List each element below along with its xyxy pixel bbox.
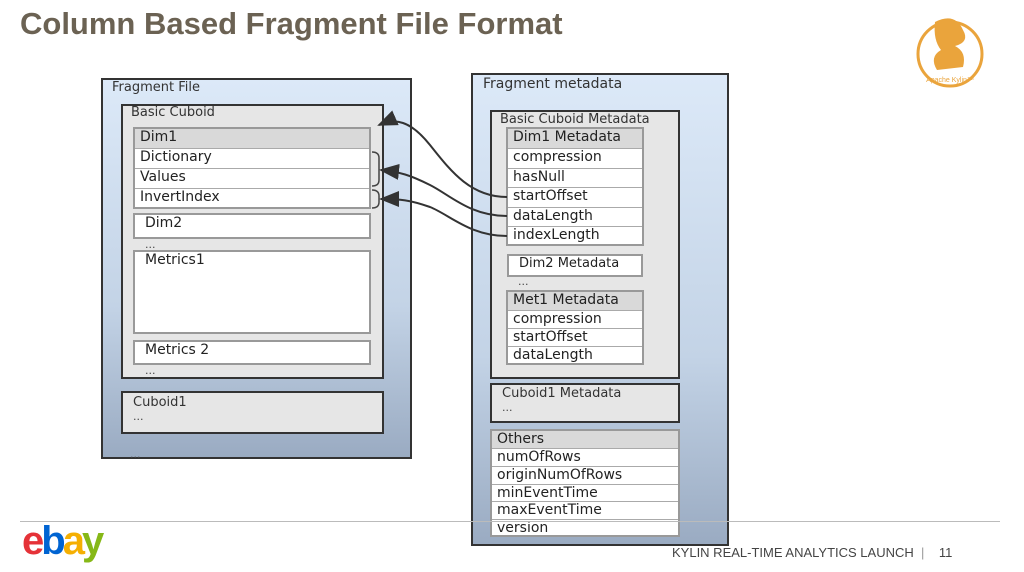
others-group: Others numOfRows originNumOfRows minEven… — [490, 429, 680, 537]
field-mineventtime: minEventTime — [492, 485, 678, 502]
met1-metadata-header: Met1 Metadata — [508, 292, 642, 311]
field-numofrows: numOfRows — [492, 449, 678, 467]
dim1-header: Dim1 — [135, 129, 369, 149]
kylin-logo-text: Apache Kylin™ — [926, 77, 974, 84]
dim1-group: Dim1 Dictionary Values InvertIndex — [133, 127, 371, 209]
field-indexlength: indexLength — [513, 227, 600, 243]
metrics1-box: Metrics1 — [133, 250, 371, 334]
cuboid1-label: Cuboid1 — [133, 395, 187, 410]
ebay-logo: ebay — [22, 519, 104, 563]
field-compression: compression — [508, 311, 642, 329]
page-number: 11 — [938, 545, 953, 560]
dim1-values: Values — [135, 169, 369, 189]
fragment-metadata-label: Fragment metadata — [483, 76, 623, 92]
field-compression: compression — [508, 149, 642, 169]
field-datalength: dataLength — [513, 347, 593, 363]
ellipsis: ... — [133, 410, 144, 423]
cuboid1-box: Cuboid1... — [121, 391, 384, 434]
field-version: version — [497, 519, 549, 535]
bracket — [371, 189, 380, 209]
basic-cuboid-metadata-label: Basic Cuboid Metadata — [500, 112, 650, 127]
dim1-invertindex: InvertIndex — [140, 189, 220, 205]
ellipsis: ... — [518, 275, 529, 288]
bracket — [371, 151, 380, 187]
indexlength-arrow — [379, 191, 508, 237]
footer: KYLIN REAL-TIME ANALYTICS LAUNCH | 11 — [672, 545, 952, 560]
dim1-metadata-group: Dim1 Metadata compression hasNull startO… — [506, 127, 644, 246]
fragment-file-label: Fragment File — [112, 80, 200, 95]
footer-separator: | — [921, 545, 925, 560]
dim1-metadata-header: Dim1 Metadata — [508, 129, 642, 149]
dim1-dictionary: Dictionary — [135, 149, 369, 169]
startoffset-arrow — [377, 110, 508, 198]
cuboid1-metadata-label: Cuboid1 Metadata — [502, 386, 622, 401]
field-datalength: dataLength — [508, 208, 642, 227]
dim2-metadata-box: Dim2 Metadata — [507, 254, 643, 277]
ellipsis: ... — [502, 401, 513, 414]
field-startoffset: startOffset — [508, 329, 642, 347]
others-header: Others — [492, 431, 678, 449]
ellipsis: ... — [145, 364, 156, 377]
ellipsis: ... — [130, 448, 141, 461]
metrics2-box: Metrics 2 — [133, 340, 371, 365]
cuboid1-metadata-box: Cuboid1 Metadata... — [490, 383, 680, 423]
ellipsis: ... — [145, 238, 156, 251]
footer-divider — [20, 521, 1000, 522]
footer-text: KYLIN REAL-TIME ANALYTICS LAUNCH — [672, 545, 914, 560]
field-maxeventtime: maxEventTime — [492, 502, 678, 520]
met1-metadata-group: Met1 Metadata compression startOffset da… — [506, 290, 644, 365]
apache-kylin-logo: Apache Kylin™ — [915, 12, 985, 96]
field-startoffset: startOffset — [508, 188, 642, 208]
slide-title: Column Based Fragment File Format — [20, 6, 563, 41]
field-originnumofrows: originNumOfRows — [492, 467, 678, 485]
dim2-box: Dim2 — [133, 213, 371, 239]
basic-cuboid-label: Basic Cuboid — [131, 105, 215, 120]
field-hasnull: hasNull — [508, 169, 642, 188]
datalength-arrow — [379, 163, 508, 217]
